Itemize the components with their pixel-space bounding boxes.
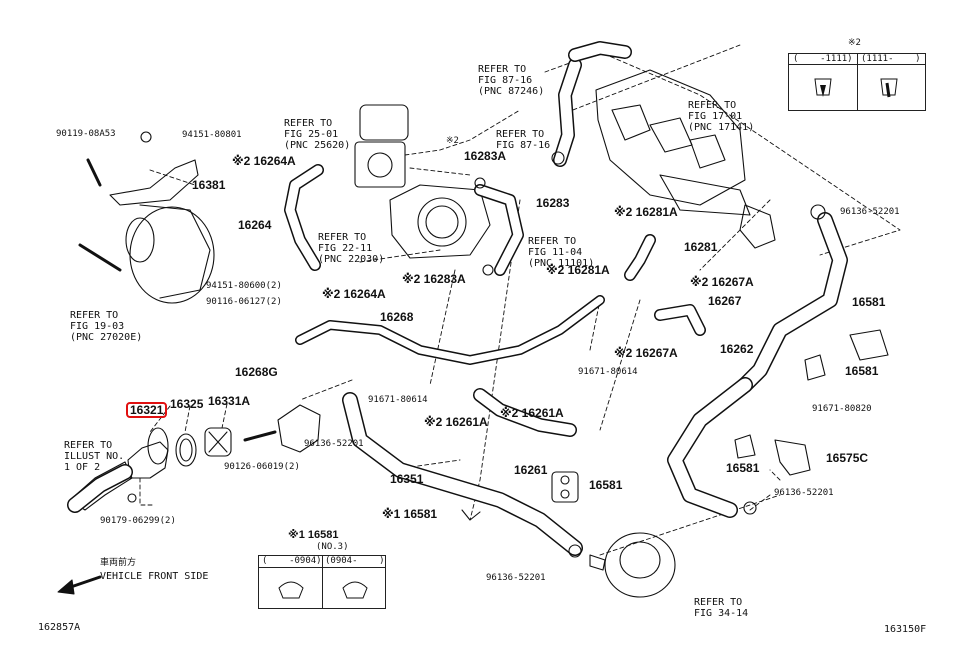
diagram-id-left: 162857A	[38, 622, 81, 633]
part-91671-c: 91671-80820	[812, 404, 872, 414]
part-16283A-star: ※2	[446, 136, 459, 146]
part-16264A-lower: ※2 16264A	[322, 287, 386, 301]
diagram-id-right: 163150F	[884, 624, 927, 635]
part-16261A-left: ※2 16261A	[424, 415, 488, 429]
part-16283A-lower: ※2 16283A	[402, 272, 466, 286]
part-16581-no3: ※1 16581	[382, 507, 438, 521]
part-94151-80600: 94151-80600(2)	[206, 281, 282, 291]
part-90179: 90179-06299(2)	[100, 516, 176, 526]
part-16262: 16262	[720, 342, 754, 356]
part-16281A-upper: ※2 16281A	[614, 205, 678, 219]
part-96136-d: 96136-52201	[774, 488, 834, 498]
part-16575C: 16575C	[826, 451, 869, 465]
part-16264A: ※2 16264A	[232, 154, 296, 168]
part-16581-no1: 16581	[589, 478, 623, 492]
part-16268G: 16268G	[235, 365, 278, 379]
legend1-col2: (0904- )	[325, 556, 385, 566]
legend2-mark: ※2	[848, 38, 861, 48]
part-16581-no2: 16581	[726, 461, 760, 475]
legend1-title: ※1 16581	[288, 529, 339, 541]
part-16283: 16283	[536, 196, 570, 210]
part-16321: 16321	[126, 402, 168, 418]
part-90116: 90116-06127(2)	[206, 297, 282, 307]
part-16283A: 16283A	[464, 149, 507, 163]
part-16331A: 16331A	[208, 394, 251, 408]
water-outlet	[277, 404, 321, 453]
part-96136-a: 96136-52201	[304, 439, 364, 449]
legend2-col1: ( -1111)	[793, 54, 853, 64]
legend1-col1: ( -0904)	[262, 556, 322, 566]
clamp-icons	[278, 581, 368, 599]
exhaust-manifold	[595, 69, 776, 249]
front-jp: 車両前方	[100, 558, 137, 568]
part-91671-a: 91671-80614	[368, 395, 428, 405]
part-16281: 16281	[684, 240, 718, 254]
part-90119: 90119-08A53	[56, 129, 116, 139]
part-16267: 16267	[708, 294, 742, 308]
part-96136-c: 96136-52201	[840, 207, 900, 217]
front-en: VEHICLE FRONT SIDE	[100, 571, 209, 582]
part-96136-b: 96136-52201	[486, 573, 546, 583]
alternator-assembly	[78, 131, 215, 304]
part-16264: 16264	[238, 218, 272, 232]
legend1-sub: (NO.3)	[316, 542, 349, 552]
part-16268: 16268	[380, 310, 414, 324]
part-94151-80801: 94151-80801	[182, 130, 242, 140]
thermostat-16331A	[204, 427, 232, 457]
legend-box-2: ( -1111) (1111- )	[788, 53, 926, 111]
egr-valve	[354, 104, 409, 188]
throttle-body	[389, 184, 491, 259]
legend-box-1: ( -0904) (0904- )	[258, 555, 386, 609]
part-16261: 16261	[514, 463, 548, 477]
hoses	[67, 41, 848, 556]
clamps	[461, 151, 889, 558]
front-arrow-head	[57, 579, 75, 595]
part-16381: 16381	[192, 178, 226, 192]
part-90126: 90126-06019(2)	[224, 462, 300, 472]
part-16261A-right: ※2 16261A	[500, 406, 564, 420]
bracket-16575C	[774, 439, 811, 476]
part-16351: 16351	[390, 472, 424, 486]
part-16325: 16325	[170, 397, 204, 411]
oil-cooler	[589, 532, 676, 598]
part-91671-b: 91671-80614	[578, 367, 638, 377]
part-16267A-upper: ※2 16267A	[690, 275, 754, 289]
part-16267A-lower: ※2 16267A	[614, 346, 678, 360]
clip-icons	[814, 78, 898, 98]
gasket-16325	[175, 433, 197, 467]
part-16581-no5: 16581	[852, 295, 886, 309]
part-16581-no4: 16581	[845, 364, 879, 378]
stud-90126	[243, 430, 277, 442]
water-inlet-16321	[69, 427, 169, 511]
legend2-col2: (1111- )	[861, 54, 921, 64]
part-16281A-lower: ※2 16281A	[546, 263, 610, 277]
